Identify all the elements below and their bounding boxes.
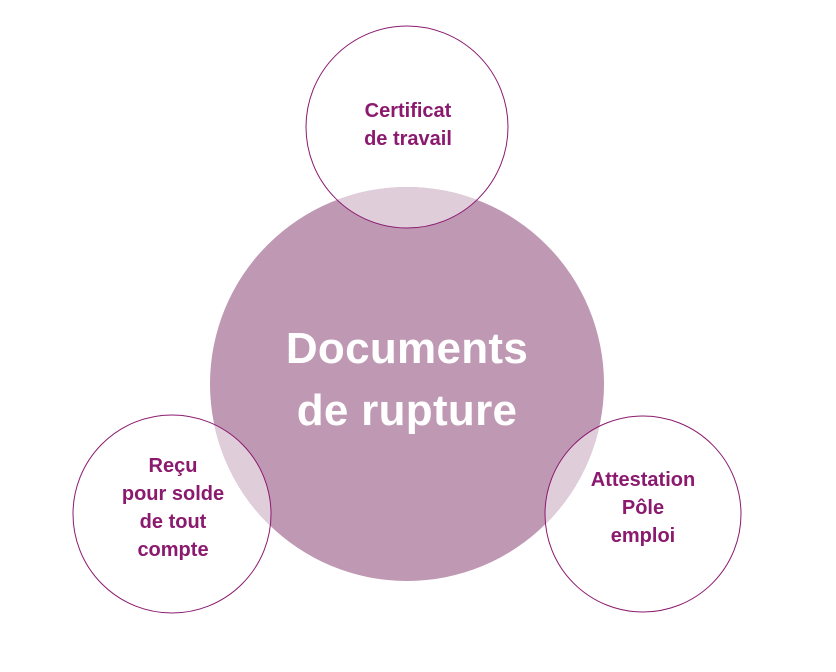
satellite-circle-left (72, 414, 272, 614)
center-label: Documents de rupture (210, 318, 604, 442)
satellite-right-line-3: emploi (610, 525, 676, 547)
satellite-left-line-4: compte (137, 539, 209, 561)
satellite-left-line-2: pour solde (121, 483, 225, 505)
satellite-circle-top (305, 25, 509, 229)
center-circle (210, 187, 604, 581)
satellite-right-line-1: Attestation (590, 469, 696, 491)
satellite-label-left: Reçu pour solde de tout compte (73, 452, 273, 564)
satellite-left-line-3: de tout (139, 511, 207, 533)
satellite-right-line-2: Pôle (621, 497, 665, 519)
satellite-circle-right (544, 415, 742, 613)
satellite-label-top: Certificat de travail (308, 97, 508, 153)
center-label-line-2: de rupture (296, 386, 518, 435)
satellite-top-line-2: de travail (364, 128, 452, 150)
center-label-line-1: Documents (285, 324, 529, 373)
satellite-left-line-1: Reçu (148, 455, 198, 477)
satellite-label-right: Attestation Pôle emploi (543, 466, 743, 550)
satellite-top-line-1: Certificat (364, 100, 452, 122)
